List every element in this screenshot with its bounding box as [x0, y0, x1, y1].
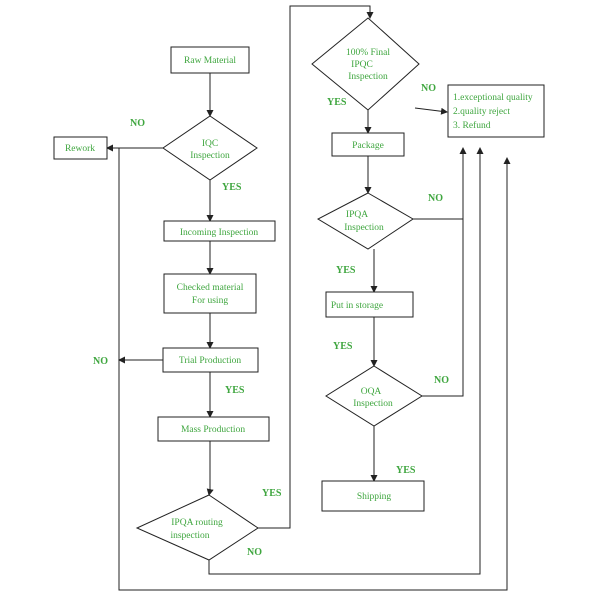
node-rework: Rework [53, 136, 108, 160]
edge-label-iqc-no: NO [130, 118, 145, 129]
mass-production-label: Mass Production [181, 425, 245, 435]
outcomes-line1: 1.exceptional quality [453, 93, 533, 103]
node-raw-material: Raw Material [170, 46, 250, 74]
node-mass-production: Mass Production [157, 416, 270, 442]
node-ipqa-inspection: IPQA Inspection [316, 192, 414, 250]
node-checked-material: Checked material For using [163, 273, 257, 314]
raw-material-label: Raw Material [184, 56, 236, 66]
edge-bottom-loop [118, 148, 511, 591]
final-ipqc-label-line3: Inspection [348, 72, 388, 82]
edge-labels: NO YES NO YES YES NO YES NO NO YES YES N… [93, 83, 449, 558]
node-package: Package [331, 132, 405, 157]
oqa-label-line2: Inspection [353, 399, 393, 409]
outcomes-line3: 3. Refund [453, 120, 491, 131]
edge-label-trial-no: NO [93, 356, 108, 367]
node-outcomes: 1.exceptional quality 2.quality reject 3… [447, 84, 545, 138]
incoming-inspection-label: Incoming Inspection [180, 228, 259, 238]
outcomes-line2: 2.quality reject [453, 107, 510, 117]
iqc-label-line1: IQC [202, 139, 218, 149]
ipqa-routing-label-line1: IPQA routing [171, 518, 223, 528]
connectors [106, 5, 511, 591]
edge-label-oqa-no: NO [434, 375, 449, 386]
edge-label-ipqa-no: NO [428, 193, 443, 204]
edge-routing-to-final [258, 5, 374, 529]
iqc-label-line2: Inspection [190, 151, 230, 161]
ipqa-label-line1: IPQA [346, 210, 368, 220]
edge-label-final-yes: YES [327, 97, 347, 108]
put-in-storage-label: Put in storage [331, 301, 383, 311]
edge-routing-no-loop [208, 147, 484, 575]
oqa-label-line1: OQA [361, 387, 382, 397]
checked-label-line2: For using [192, 296, 228, 306]
node-iqc-inspection: IQC Inspection [162, 115, 258, 181]
edge-label-oqa-yes: YES [396, 465, 416, 476]
edge-label-trial-yes: YES [225, 385, 245, 396]
node-shipping: Shipping [321, 480, 425, 512]
final-ipqc-label-line1: 100% Final [346, 48, 390, 58]
node-incoming-inspection: Incoming Inspection [163, 220, 276, 242]
node-trial-production: Trial Production [162, 347, 259, 373]
final-ipqc-label-line2: IPQC [351, 60, 373, 70]
edge-label-routing-no: NO [247, 547, 262, 558]
edge-label-storage-yes: YES [333, 341, 353, 352]
node-final-ipqc-inspection: 100% Final IPQC Inspection [311, 17, 420, 111]
edge-label-iqc-yes: YES [222, 182, 242, 193]
node-put-in-storage: Put in storage [325, 291, 414, 318]
node-oqa-inspection: OQA Inspection [325, 365, 423, 427]
edge-mass-to-routing [206, 441, 214, 496]
ipqa-label-line2: Inspection [344, 223, 384, 233]
checked-label-line1: Checked material [177, 283, 244, 293]
edge-label-ipqa-yes: YES [336, 265, 356, 276]
node-ipqa-routing-inspection: IPQA routing inspection [135, 494, 259, 561]
edge-label-final-no: NO [421, 83, 436, 94]
rework-label: Rework [65, 144, 95, 154]
edge-final-to-outcomes [414, 107, 448, 115]
edge-label-routing-yes: YES [262, 488, 282, 499]
ipqa-routing-label-line2: inspection [170, 531, 209, 541]
package-label: Package [352, 141, 384, 151]
shipping-label: Shipping [357, 492, 392, 502]
trial-production-label: Trial Production [179, 356, 241, 366]
edge-ipqa-no [413, 147, 467, 220]
edge-oqa-no [422, 219, 464, 397]
